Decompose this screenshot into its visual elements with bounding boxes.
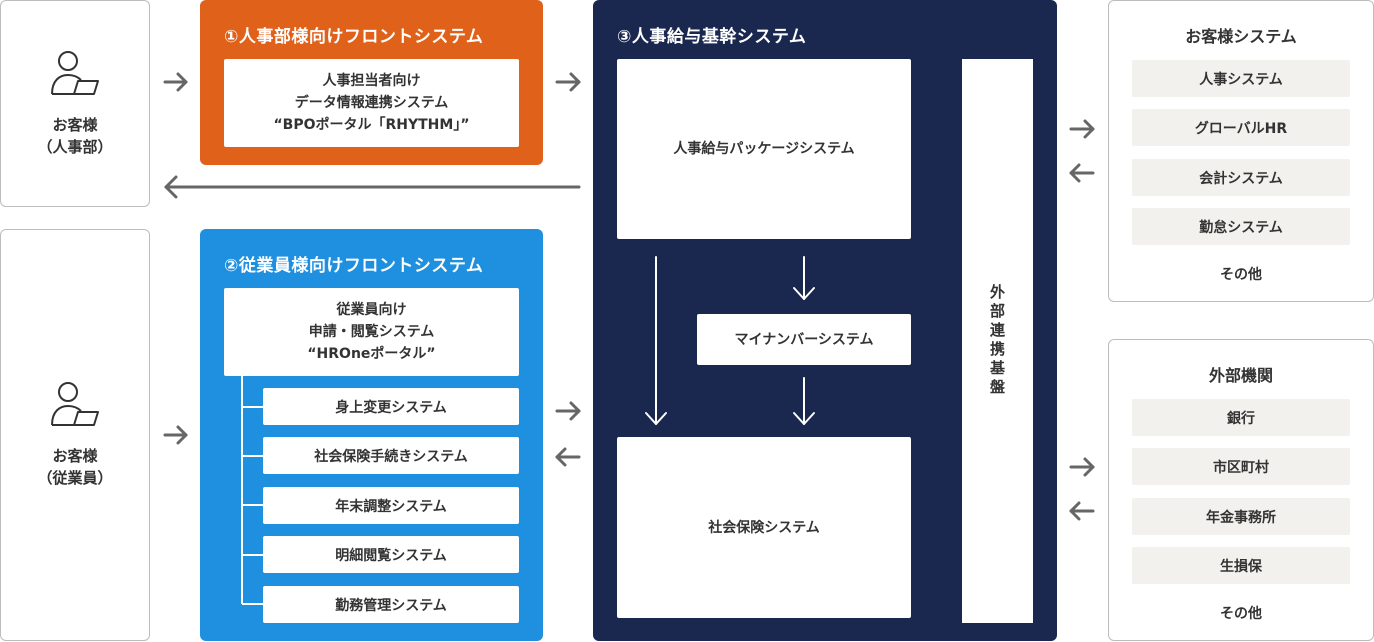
social-insurance-box: 社会保険システム xyxy=(617,437,911,618)
customer-hr-label: お客様 （人事部） xyxy=(37,114,112,158)
hr-front-system-title: ①人事部様向けフロントシステム xyxy=(224,27,484,47)
mynumber-box: マイナンバーシステム xyxy=(697,314,911,365)
arrow-left-icon xyxy=(1069,501,1095,521)
external-agency-item: 銀行 xyxy=(1132,399,1350,436)
external-agency-title: 外部機関 xyxy=(1208,366,1273,385)
rhythm-line1: 人事担当者向け xyxy=(322,73,421,89)
external-agency-other: その他 xyxy=(1220,605,1262,622)
customer-employee-box: お客様 （従業員） xyxy=(0,229,150,641)
customer-hr-line2: （人事部） xyxy=(37,137,113,156)
customer-system-box: お客様システム 人事システム グローバルHR 会計システム 勤怠システム その他 xyxy=(1108,0,1374,302)
arrow-right-icon xyxy=(163,425,188,445)
arrow-right-icon xyxy=(1069,119,1095,139)
customer-system-item: 会計システム xyxy=(1132,159,1350,196)
hrone-line2: 申請・閲覧システム xyxy=(308,324,435,340)
customer-system-item: 人事システム xyxy=(1132,60,1350,97)
hrone-portal-box: 従業員向け 申請・閲覧システム “HROneポータル” xyxy=(224,288,519,376)
hrone-line1: 従業員向け xyxy=(336,302,407,318)
customer-system-item: 勤怠システム xyxy=(1132,208,1350,245)
arrow-right-icon xyxy=(1069,457,1095,477)
core-system-panel: ③人事給与基幹システム 人事給与パッケージシステム マイナンバーシステム 社会保… xyxy=(593,0,1057,641)
customer-hr-box: お客様 （人事部） xyxy=(0,0,150,207)
customer-system-title: お客様システム xyxy=(1185,27,1297,46)
arrow-left-long-icon xyxy=(164,175,581,199)
hrone-line3: “HROneポータル” xyxy=(307,346,436,362)
sub-system-item: 社会保険手続きシステム xyxy=(263,437,519,474)
external-agency-item: 年金事務所 xyxy=(1132,498,1350,535)
tree-connector xyxy=(241,376,263,605)
external-agency-item: 生損保 xyxy=(1132,547,1350,584)
arrow-left-icon xyxy=(555,447,581,467)
rhythm-portal-box: 人事担当者向け データ情報連携システム “BPOポータル「RHYTHM」” xyxy=(224,59,519,147)
arrow-right-icon xyxy=(555,401,581,421)
employee-front-system-panel: ②従業員様向けフロントシステム 従業員向け 申請・閲覧システム “HROneポー… xyxy=(200,229,543,641)
hr-payroll-package-box: 人事給与パッケージシステム xyxy=(617,59,911,239)
arrow-left-icon xyxy=(1069,163,1095,183)
sub-system-item: 年末調整システム xyxy=(263,487,519,524)
sub-system-item: 勤務管理システム xyxy=(263,586,519,623)
person-laptop-icon xyxy=(51,50,99,95)
sub-system-item: 明細閲覧システム xyxy=(263,536,519,573)
sub-system-item: 身上変更システム xyxy=(263,388,519,425)
person-laptop-icon xyxy=(51,382,99,426)
core-system-title: ③人事給与基幹システム xyxy=(617,27,807,47)
external-integration-box: 外部連携基盤 xyxy=(962,59,1033,623)
customer-employee-label: お客様 （従業員） xyxy=(37,445,112,489)
rhythm-line3: “BPOポータル「RHYTHM」” xyxy=(273,117,470,133)
core-flow-arrows xyxy=(645,256,815,425)
customer-hr-line1: お客様 xyxy=(52,115,98,134)
external-agency-item: 市区町村 xyxy=(1132,448,1350,485)
customer-employee-line2: （従業員） xyxy=(37,469,113,487)
arrow-right-icon xyxy=(163,72,188,92)
external-integration-label: 外部連携基盤 xyxy=(988,284,1006,398)
employee-front-system-title: ②従業員様向けフロントシステム xyxy=(224,256,484,276)
customer-system-item: グローバルHR xyxy=(1132,109,1350,146)
customer-system-other: その他 xyxy=(1220,266,1262,283)
hr-front-system-panel: ①人事部様向けフロントシステム 人事担当者向け データ情報連携システム “BPO… xyxy=(200,0,543,165)
rhythm-line2: データ情報連携システム xyxy=(294,95,449,111)
arrow-right-icon xyxy=(555,72,581,92)
customer-employee-line1: お客様 xyxy=(52,447,98,465)
